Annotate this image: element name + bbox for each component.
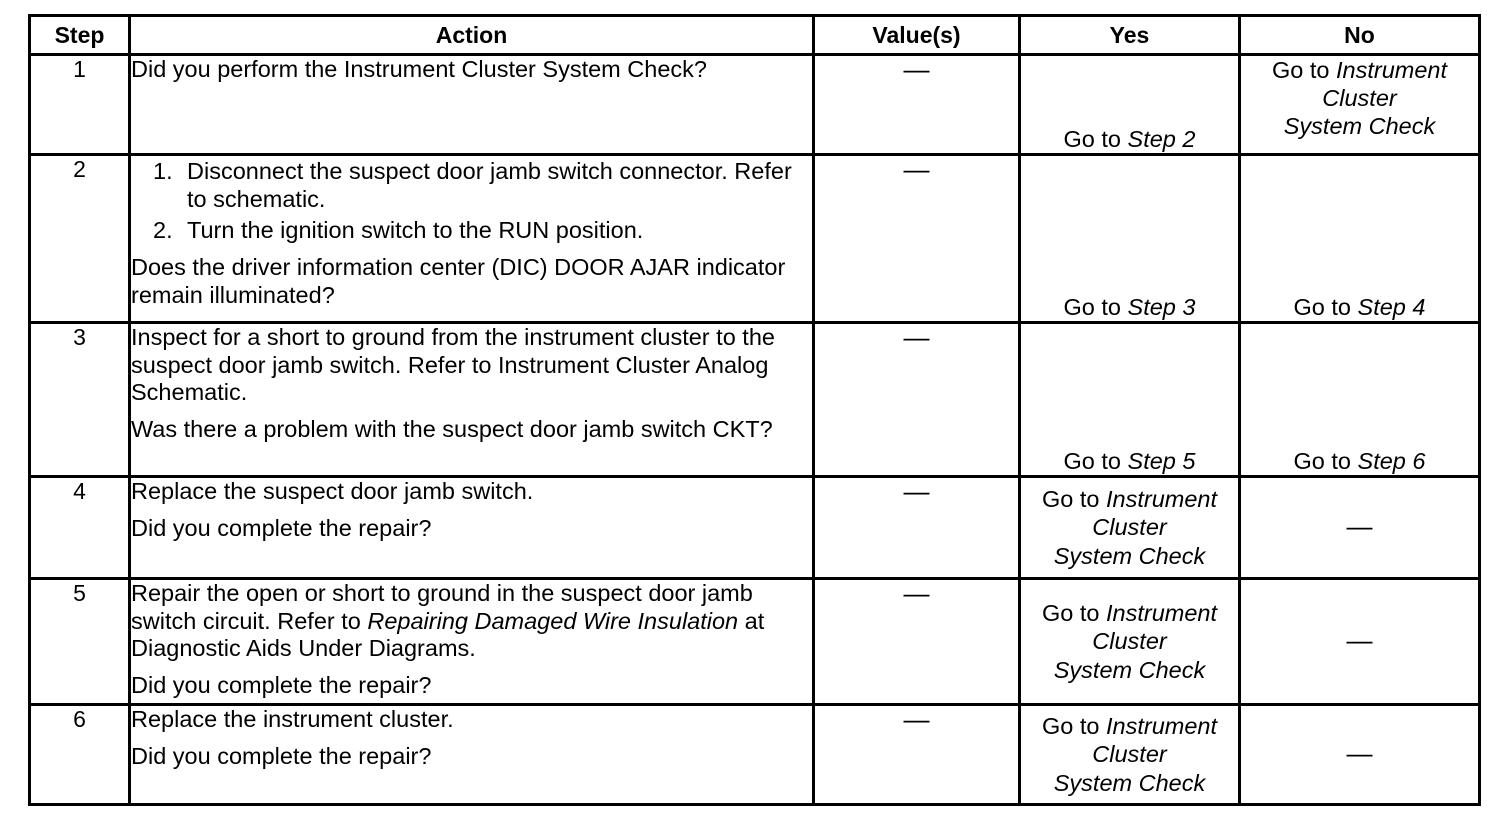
goto-target: Step 5	[1127, 447, 1196, 474]
yes-cell: Go to Step 3	[1018, 153, 1241, 324]
action-cell: Replace the instrument cluster. Did you …	[128, 703, 815, 806]
goto-target-line3: System Check	[1053, 656, 1206, 683]
goto-target-line3: System Check	[1283, 113, 1436, 140]
value-dash: —	[903, 476, 930, 506]
goto-prefix: Go to	[1041, 486, 1106, 513]
value-dash: —	[903, 704, 930, 734]
value-cell: —	[812, 577, 1021, 706]
goto-prefix: Go to	[1063, 293, 1128, 320]
column-header-no: No	[1238, 14, 1481, 56]
step-number: 2	[28, 153, 131, 324]
no-cell: —	[1238, 703, 1481, 806]
column-header-step: Step	[28, 14, 131, 56]
step-number: 4	[28, 475, 131, 580]
action-cell: 1. Disconnect the suspect door jamb switc…	[128, 153, 815, 324]
list-item: 2. Turn the ignition switch to the RUN po…	[131, 217, 812, 245]
list-item-text: Turn the ignition switch to the RUN posi…	[187, 217, 644, 244]
step-number: 3	[28, 321, 131, 478]
no-cell: Go to Step 4	[1238, 153, 1481, 324]
step-number: 6	[28, 703, 131, 806]
action-text: Replace the instrument cluster.	[131, 706, 454, 732]
value-cell: —	[812, 321, 1021, 478]
goto-prefix: Go to	[1271, 57, 1336, 83]
step-number: 5	[28, 577, 131, 706]
yes-cell: Go to Instrument Cluster System Check	[1018, 703, 1241, 806]
goto-target-line3: System Check	[1053, 769, 1206, 796]
value-cell: —	[812, 153, 1021, 324]
action-question: Did you complete the repair?	[131, 672, 432, 699]
action-text: Did you perform the Instrument Cluster S…	[131, 56, 707, 82]
column-header-yes: Yes	[1018, 14, 1241, 56]
goto-prefix: Go to	[1041, 713, 1106, 740]
yes-cell: Go to Instrument Cluster System Check	[1018, 577, 1241, 706]
goto-prefix: Go to	[1063, 447, 1128, 474]
list-item: 1. Disconnect the suspect door jamb switc…	[131, 158, 812, 213]
goto-target-line2: Cluster	[1322, 85, 1397, 112]
goto-target: Step 4	[1357, 293, 1426, 320]
action-text-part2: at Diagnostic Aids Under Diagrams.	[131, 607, 765, 662]
no-cell: —	[1238, 475, 1481, 580]
action-cell: Did you perform the Instrument Cluster S…	[128, 53, 815, 156]
no-cell: Go to Instrument Cluster System Check	[1238, 53, 1481, 156]
goto-target-line2: Cluster	[1092, 628, 1167, 655]
table-row: 1 Did you perform the Instrument Cluster…	[28, 53, 1481, 156]
goto-target: Instrument	[1335, 57, 1448, 83]
goto-target: Instrument	[1105, 600, 1218, 627]
action-text: Replace the suspect door jamb switch.	[131, 478, 534, 504]
no-cell: —	[1238, 577, 1481, 706]
value-cell: —	[812, 53, 1021, 156]
table-row: 2 1. Disconnect the suspect door jamb swi…	[28, 153, 1481, 324]
goto-target-line2: Cluster	[1092, 741, 1167, 768]
goto-prefix: Go to	[1293, 293, 1358, 320]
yes-cell: Go to Instrument Cluster System Check	[1018, 475, 1241, 580]
action-cell: Replace the suspect door jamb switch. Di…	[128, 475, 815, 580]
value-dash: —	[903, 322, 930, 352]
no-dash: —	[1346, 738, 1373, 769]
goto-target: Instrument	[1105, 713, 1218, 740]
column-header-action: Action	[128, 14, 815, 56]
list-item-number: 2.	[153, 217, 173, 244]
goto-prefix: Go to	[1041, 600, 1106, 627]
value-dash: —	[903, 154, 930, 184]
goto-target: Step 3	[1127, 293, 1196, 320]
goto-target: Instrument	[1105, 486, 1218, 513]
action-text-part1: Repair the open or short to ground in th…	[131, 580, 753, 634]
action-numbered-list: 1. Disconnect the suspect door jamb switc…	[131, 158, 812, 245]
goto-target-line3: System Check	[1053, 542, 1206, 569]
table-row: 5 Repair the open or short to ground in …	[28, 577, 1481, 706]
action-question: Did you complete the repair?	[131, 742, 432, 769]
yes-cell: Go to Step 2	[1018, 53, 1241, 156]
value-cell: —	[812, 475, 1021, 580]
list-item-number: 1.	[153, 158, 173, 184]
step-number: 1	[28, 53, 131, 156]
no-dash: —	[1346, 511, 1373, 542]
column-header-values: Value(s)	[812, 14, 1021, 56]
action-cell: Repair the open or short to ground in th…	[128, 577, 815, 706]
no-cell: Go to Step 6	[1238, 321, 1481, 478]
goto-target: Step 2	[1127, 125, 1196, 152]
list-item-text: Disconnect the suspect door jamb switch …	[187, 158, 792, 212]
goto-target: Step 6	[1357, 447, 1426, 474]
value-dash: —	[903, 578, 930, 608]
action-cell: Inspect for a short to ground from the i…	[128, 321, 815, 478]
value-dash: —	[903, 54, 930, 84]
action-text: Inspect for a short to ground from the i…	[131, 324, 775, 406]
table-row: 3 Inspect for a short to ground from the…	[28, 321, 1481, 478]
action-text: Repair the open or short to ground in th…	[131, 580, 812, 663]
goto-target-line2: Cluster	[1092, 514, 1167, 541]
goto-prefix: Go to	[1063, 125, 1128, 152]
value-cell: —	[812, 703, 1021, 806]
diagnostic-table: Step Action Value(s) Yes No 1 Did you pe…	[28, 14, 1481, 806]
action-question: Was there a problem with the suspect doo…	[131, 416, 773, 443]
diagnostic-table-container: Step Action Value(s) Yes No 1 Did you pe…	[28, 14, 1481, 806]
yes-cell: Go to Step 5	[1018, 321, 1241, 478]
action-question: Does the driver information center (DIC)…	[131, 254, 786, 308]
goto-prefix: Go to	[1293, 447, 1358, 474]
action-reference-title: Repairing Damaged Wire Insulation	[367, 607, 739, 634]
table-row: 6 Replace the instrument cluster. Did yo…	[28, 703, 1481, 806]
table-row: 4 Replace the suspect door jamb switch. …	[28, 475, 1481, 580]
no-dash: —	[1346, 625, 1373, 656]
table-header-row: Step Action Value(s) Yes No	[28, 14, 1481, 56]
action-question: Did you complete the repair?	[131, 514, 432, 541]
